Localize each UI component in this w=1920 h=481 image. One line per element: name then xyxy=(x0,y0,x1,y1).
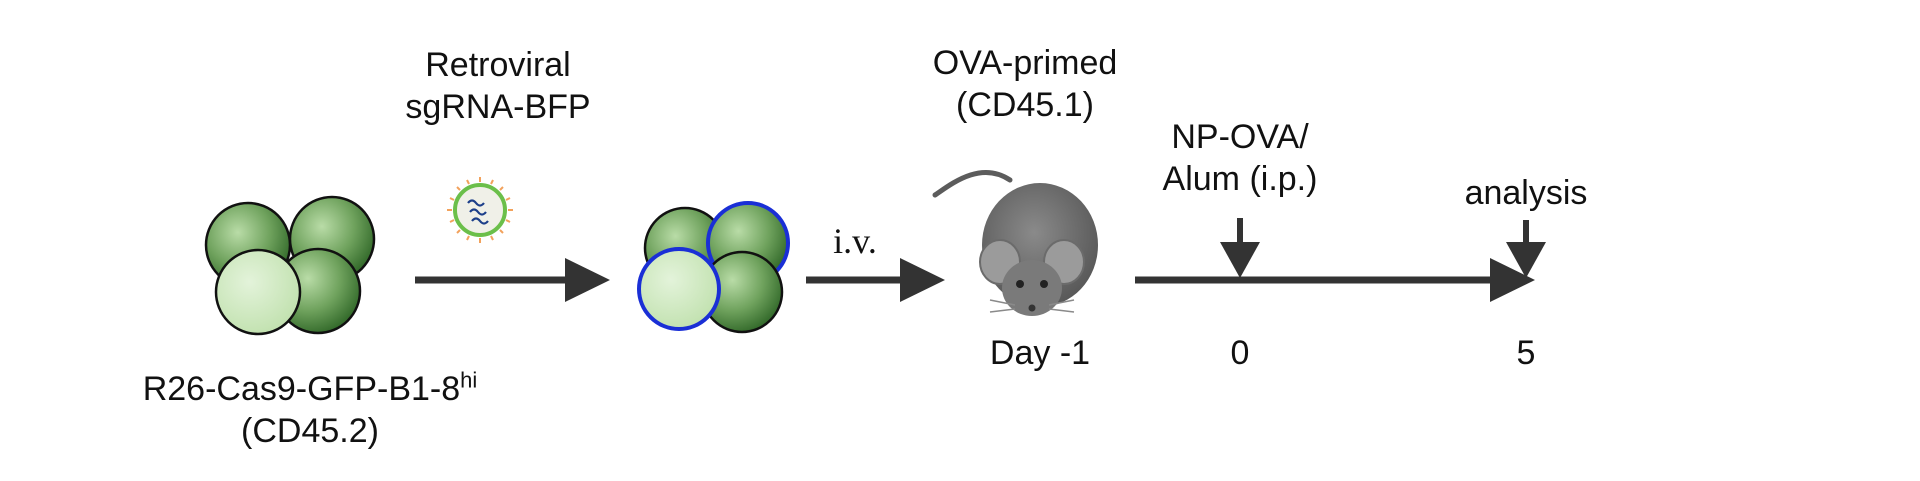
arrow-iv-transfer xyxy=(806,258,945,302)
day-zero-label: 0 xyxy=(1230,334,1250,372)
recipient-mouse-label-line1: OVA-primed xyxy=(932,44,1118,82)
cell xyxy=(214,248,302,336)
retrovirus-icon xyxy=(447,177,513,243)
recipient-mouse-label-line2: (CD45.1) xyxy=(956,86,1094,124)
analysis-label: analysis xyxy=(1464,174,1588,212)
virus-label: Retroviral sgRNA-BFP xyxy=(378,44,618,128)
recipient-mouse-label: OVA-primed (CD45.1) xyxy=(900,42,1150,126)
donor-cell-label: R26-Cas9-GFP-B1-8hi (CD45.2) xyxy=(90,368,530,452)
analysis-down-arrow xyxy=(1506,220,1546,278)
immunization-down-arrow xyxy=(1220,218,1260,278)
donor-cell-label-line2: (CD45.2) xyxy=(241,412,379,450)
immunization-label-line1: NP-OVA/ xyxy=(1171,118,1309,156)
donor-strain-superscript: hi xyxy=(460,367,478,393)
timeline-arrow xyxy=(1135,258,1535,302)
virus-label-line1: Retroviral xyxy=(425,46,571,84)
virus-label-line2: sgRNA-BFP xyxy=(405,88,591,126)
b-cell-cluster-transduced xyxy=(637,201,790,334)
immunization-label-line2: Alum (i.p.) xyxy=(1162,160,1318,198)
donor-cell-label-line1: R26-Cas9-GFP-B1-8hi xyxy=(90,368,530,410)
cell xyxy=(637,247,721,331)
immunization-label: NP-OVA/ Alum (i.p.) xyxy=(1130,116,1350,200)
day-minus-one-label: Day -1 xyxy=(989,334,1091,372)
route-label: i.v. xyxy=(833,221,877,261)
day-five-label: 5 xyxy=(1516,334,1536,372)
b-cell-cluster-gfp xyxy=(204,195,376,336)
arrow-transduction xyxy=(415,258,610,302)
mouse-icon xyxy=(932,170,1098,316)
donor-strain: R26-Cas9-GFP-B1-8 xyxy=(142,370,461,408)
